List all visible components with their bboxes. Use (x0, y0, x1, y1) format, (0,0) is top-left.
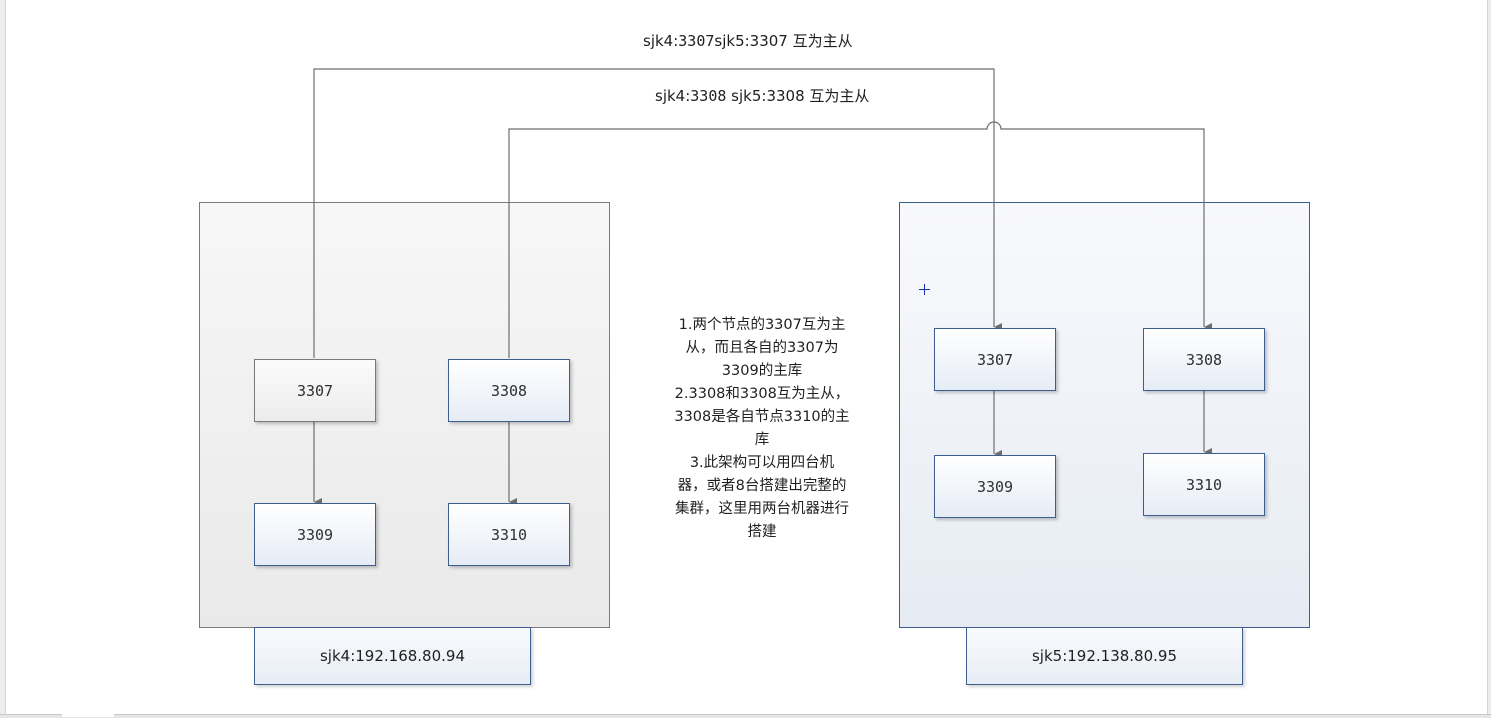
title-3308-port-a: 3308 (690, 87, 727, 105)
note-line: 器，或者8台搭建出完整的 (677, 478, 847, 494)
note-line: 3.此架构可以用四台机 (689, 455, 835, 471)
sjk5-node-3308[interactable]: 3308 (1143, 328, 1265, 391)
architecture-note[interactable]: 1.两个节点的3307互为主 从，而且各自的3307为 3309的主库 2.33… (652, 314, 872, 544)
sjk5-node-3309[interactable]: 3309 (934, 455, 1056, 518)
sjk4-node-3310[interactable]: 3310 (448, 503, 570, 566)
host-sjk4-label[interactable]: sjk4:192.168.80.94 (254, 627, 531, 685)
crosshair-cursor-icon (919, 284, 930, 295)
title-3307-port-a: 3307 (678, 32, 715, 50)
note-line: 2.3308和3308互为主从， (674, 386, 850, 402)
title-3308-pair: sjk4:3308 sjk5:3308 互为主从 (655, 85, 869, 106)
note-line: 1.两个节点的3307互为主 (678, 317, 846, 333)
left-edge (0, 0, 6, 717)
right-edge (1487, 0, 1491, 717)
note-line: 库 (754, 432, 770, 448)
sjk4-node-3307[interactable]: 3307 (254, 359, 376, 422)
note-line: 搭建 (747, 524, 777, 540)
note-line: 3309的主库 (721, 363, 803, 379)
note-line: 从，而且各自的3307为 (685, 340, 839, 356)
sjk5-node-3307[interactable]: 3307 (934, 328, 1056, 391)
host-sjk5-container[interactable] (899, 202, 1310, 628)
bottom-border (0, 714, 1491, 718)
title-3307-pair: sjk4:3307sjk5:3307 互为主从 (643, 30, 853, 51)
title-3308-rest: sjk5:3308 互为主从 (726, 87, 870, 105)
host-sjk5-label[interactable]: sjk5:192.138.80.95 (966, 627, 1243, 685)
note-line: 集群，这里用两台机器进行 (675, 501, 849, 517)
title-3307-rest: sjk5:3307 互为主从 (714, 32, 853, 50)
title-3307-host-a: sjk4: (643, 32, 679, 50)
note-line: 3308是各自节点3310的主 (674, 409, 850, 425)
sjk4-node-3308[interactable]: 3308 (448, 359, 570, 422)
title-3308-host-a: sjk4: (655, 87, 691, 105)
sjk5-node-3310[interactable]: 3310 (1143, 453, 1265, 516)
sjk4-node-3309[interactable]: 3309 (254, 503, 376, 566)
bottom-border-gap (62, 713, 114, 717)
